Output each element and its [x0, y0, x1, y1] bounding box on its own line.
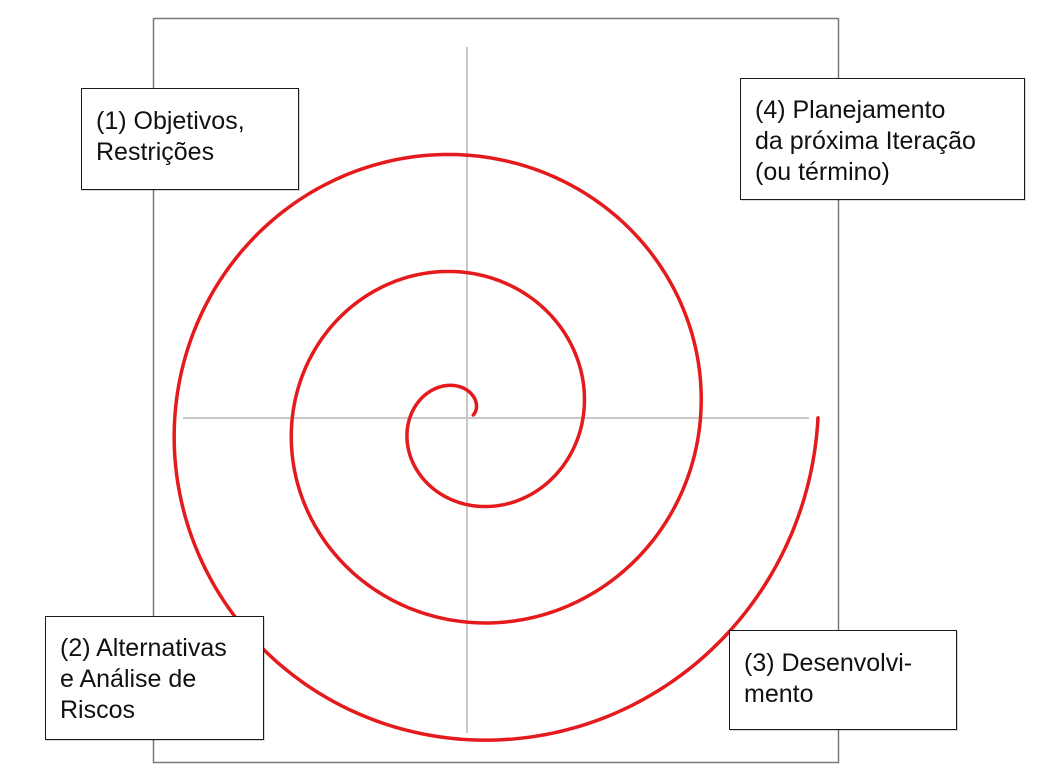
phase-2-line-1: (2) Alternativas	[60, 634, 227, 662]
phase-3-development-box: (3) Desenvolvi- mento	[729, 630, 957, 730]
phase-1-line-2: Restrições	[96, 138, 215, 166]
phase-4-line-3: (ou término)	[755, 158, 890, 186]
phase-1-line-1: (1) Objetivos,	[96, 107, 245, 135]
phase-4-line-1: (4) Planejamento	[755, 96, 946, 124]
phase-1-objectives-box: (1) Objetivos, Restrições	[81, 88, 299, 190]
phase-4-line-2: da próxima Iteração	[755, 127, 976, 155]
phase-2-risk-analysis-box: (2) Alternativas e Análise de Riscos	[45, 616, 264, 740]
phase-4-planning-box: (4) Planejamento da próxima Iteração (ou…	[740, 78, 1025, 200]
phase-3-line-1: (3) Desenvolvi-	[744, 649, 913, 677]
outer-frame	[152, 17, 840, 764]
phase-2-line-3: Riscos	[60, 696, 136, 724]
spiral-curve	[172, 152, 820, 742]
phase-3-line-2: mento	[744, 680, 814, 708]
phase-2-line-2: e Análise de	[60, 665, 197, 693]
